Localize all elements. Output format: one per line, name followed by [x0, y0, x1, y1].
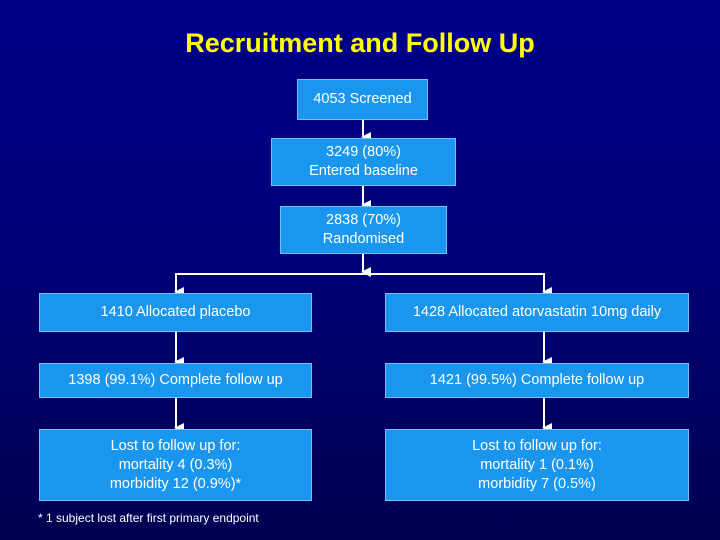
screened-box: 4053 Screened [297, 79, 428, 120]
atorvastatin-followup-box: 1421 (99.5%) Complete follow up [385, 363, 689, 398]
footnote: * 1 subject lost after first primary end… [38, 511, 259, 525]
page-title: Recruitment and Follow Up [185, 28, 535, 58]
placebo-lost-box: Lost to follow up for: mortality 4 (0.3%… [39, 429, 312, 501]
box-line: mortality 4 (0.3%) [118, 456, 233, 473]
box-line: 1421 (99.5%) Complete follow up [429, 372, 645, 388]
branch-line [175, 273, 545, 292]
atorvastatin-lost-box: Lost to follow up for: mortality 1 (0.1%… [385, 429, 689, 501]
box-line: 1410 Allocated placebo [100, 304, 251, 320]
box-line: 4053 Screened [313, 91, 412, 107]
placebo-followup-box: 1398 (99.1%) Complete follow up [39, 363, 312, 398]
box-line: morbidity 12 (0.9%)* [109, 475, 242, 492]
randomised-box: 2838 (70%) Randomised [280, 206, 447, 254]
box-line: Randomised [322, 231, 405, 247]
atorvastatin-box: 1428 Allocated atorvastatin 10mg daily [385, 293, 689, 332]
box-line: 1398 (99.1%) Complete follow up [68, 372, 283, 388]
box-line: 2838 (70%) [326, 212, 401, 228]
box-line: Entered baseline [309, 163, 418, 179]
box-line: Lost to follow up for: [472, 437, 602, 454]
box-line: 3249 (80%) [326, 144, 401, 160]
box-line: Lost to follow up for: [110, 437, 241, 454]
placebo-box: 1410 Allocated placebo [39, 293, 312, 332]
box-line: mortality 1 (0.1%) [480, 456, 594, 473]
box-line: 1428 Allocated atorvastatin 10mg daily [412, 304, 662, 320]
box-line: morbidity 7 (0.5%) [478, 475, 596, 492]
baseline-box: 3249 (80%) Entered baseline [271, 138, 456, 186]
